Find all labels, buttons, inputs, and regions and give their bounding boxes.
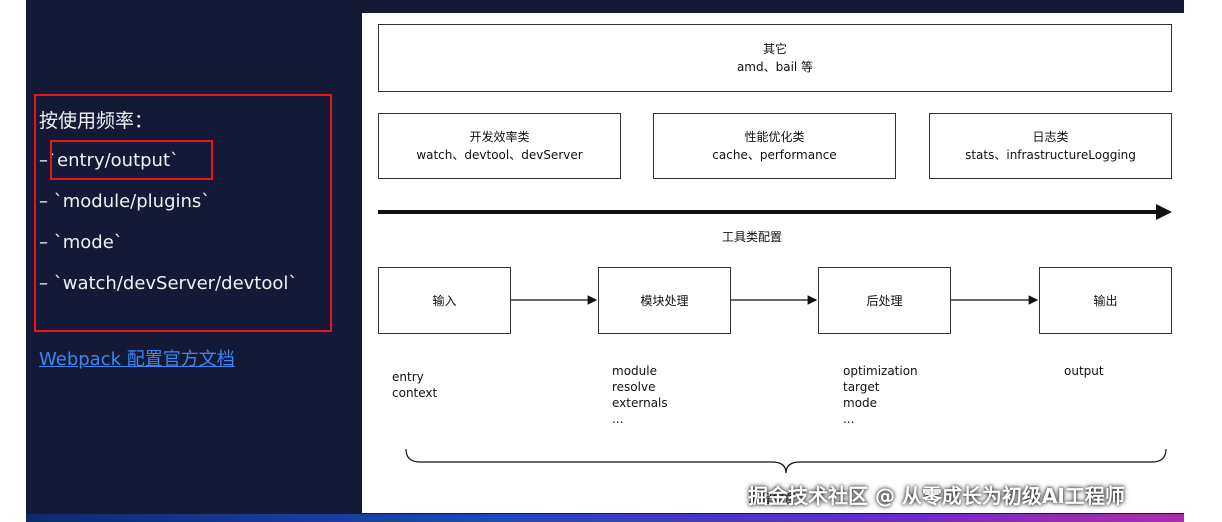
logging-subtitle: stats、infrastructureLogging [965,148,1136,162]
performance-box: 性能优化类 cache、performance [653,113,896,179]
dev-efficiency-box: 开发效率类 watch、devtool、devServer [378,113,621,179]
module-options: module resolve externals ... [612,363,668,427]
performance-subtitle: cache、performance [712,148,837,162]
slide: 按使用频率： –`entry/output` – `module/plugins… [26,0,1184,522]
option-output: output [1064,364,1104,378]
flow-box-module-processing: 模块处理 [598,267,731,334]
entry-output-highlight [50,140,213,180]
frequency-item-module-plugins: – `module/plugins` [39,191,211,212]
option-target: target [843,380,880,394]
option-externals: externals [612,396,668,410]
option-resolve: resolve [612,380,656,394]
option-more: ... [843,412,855,426]
tools-config-label: 工具类配置 [722,230,783,244]
option-entry: entry [392,370,424,384]
frequency-item-mode: – `mode` [39,232,123,253]
diagram-connectors [378,204,1172,474]
input-options: entry context [392,369,437,401]
post-processing-options: optimization target mode ... [843,363,918,427]
frequency-heading: 按使用频率： [39,110,154,132]
option-context: context [392,386,438,400]
option-more: ... [612,412,624,426]
dev-efficiency-title: 开发效率类 [469,130,530,144]
flow-config-brace [405,448,1167,474]
logging-title: 日志类 [1032,130,1069,144]
frequency-item-watch-devserver-devtool: – `watch/devServer/devtool` [39,273,298,294]
frequency-item-entry-output: –`entry/output` [39,150,180,171]
option-optimization: optimization [843,364,918,378]
performance-title: 性能优化类 [744,130,805,144]
flow-box-input: 输入 [378,267,511,334]
other-config-box: 其它 amd、bail 等 [378,24,1172,92]
webpack-config-docs-link[interactable]: Webpack 配置官方文档 [39,349,235,370]
output-options: output [1064,363,1104,379]
juejin-watermark: 掘金技术社区 @ 从零成长为初级AI工程师 [748,484,1125,508]
flow-box-output: 输出 [1039,267,1172,334]
flow-config-label: 流程配置 [748,492,797,506]
other-config-title: 其它 [762,42,787,56]
slide-bottom-bar [26,514,1184,522]
flow-box-post-processing: 后处理 [818,267,951,334]
config-frequency-frame [34,94,332,332]
option-mode: mode [843,396,878,410]
other-config-subtitle: amd、bail 等 [736,60,814,74]
option-module: module [612,364,657,378]
logging-box: 日志类 stats、infrastructureLogging [929,113,1172,179]
tools-axis-arrowhead [1156,204,1172,220]
config-diagram: 其它 amd、bail 等 开发效率类 watch、devtool、devSer… [362,13,1184,513]
dev-efficiency-subtitle: watch、devtool、devServer [416,148,583,162]
